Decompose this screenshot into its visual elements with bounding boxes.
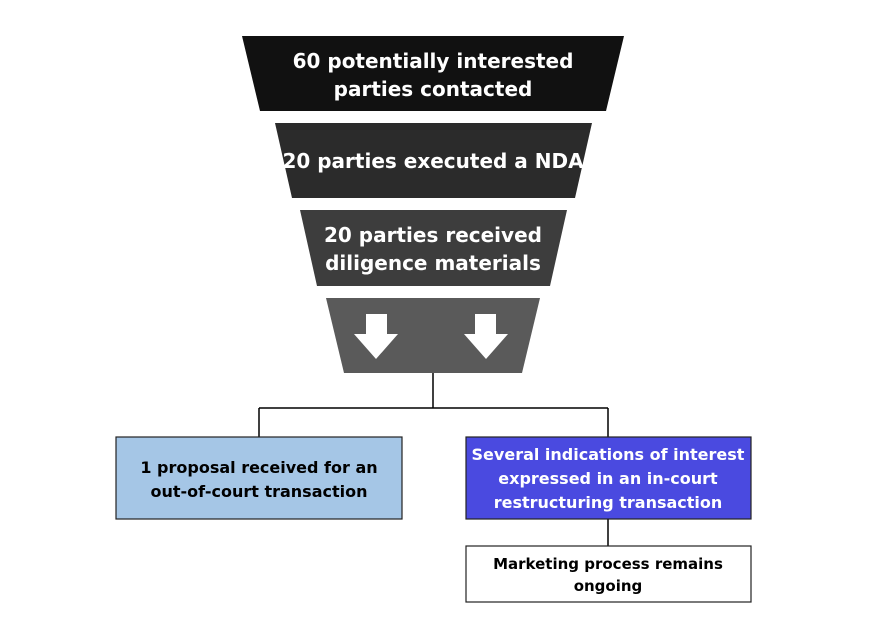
arrow-down-icon xyxy=(354,314,398,359)
funnel-stage-3: 20 parties received diligence materials xyxy=(300,210,567,286)
outcome-left-line-2: out-of-court transaction xyxy=(150,482,367,501)
outcome-box-left: 1 proposal received for an out-of-court … xyxy=(115,436,403,520)
funnel-stage-2: 20 parties executed a NDA xyxy=(275,123,592,198)
outcome-box-left-rect xyxy=(115,436,403,520)
outcome-box-right-rect xyxy=(465,436,752,520)
arrow-down-icon xyxy=(464,314,508,359)
outcome-right-line-2: expressed in an in-court xyxy=(498,469,718,488)
followup-line-1: Marketing process remains xyxy=(493,555,723,573)
funnel-stage-1-line-2: parties contacted xyxy=(334,77,533,101)
outcome-right-line-1: Several indications of interest xyxy=(472,445,745,464)
funnel-stage-4 xyxy=(326,298,540,373)
funnel-stage-1-shape xyxy=(242,36,624,111)
outcome-right-line-3: restructuring transaction xyxy=(494,493,723,512)
followup-box: Marketing process remains ongoing xyxy=(465,545,752,603)
funnel-stage-3-line-2: diligence materials xyxy=(325,251,541,275)
connector-lines xyxy=(258,373,609,546)
followup-box-rect xyxy=(465,545,752,603)
outcome-left-line-1: 1 proposal received for an xyxy=(140,458,377,477)
outcome-box-right: Several indications of interest expresse… xyxy=(465,436,752,520)
funnel-stage-2-label: 20 parties executed a NDA xyxy=(282,149,584,173)
followup-line-2: ongoing xyxy=(574,577,643,595)
funnel-stage-3-shape xyxy=(300,210,567,286)
funnel-stage-3-line-1: 20 parties received xyxy=(324,223,542,247)
funnel-stage-1: 60 potentially interested parties contac… xyxy=(242,36,624,111)
funnel-stage-2-shape xyxy=(275,123,592,198)
funnel-stage-1-line-1: 60 potentially interested xyxy=(293,49,574,73)
